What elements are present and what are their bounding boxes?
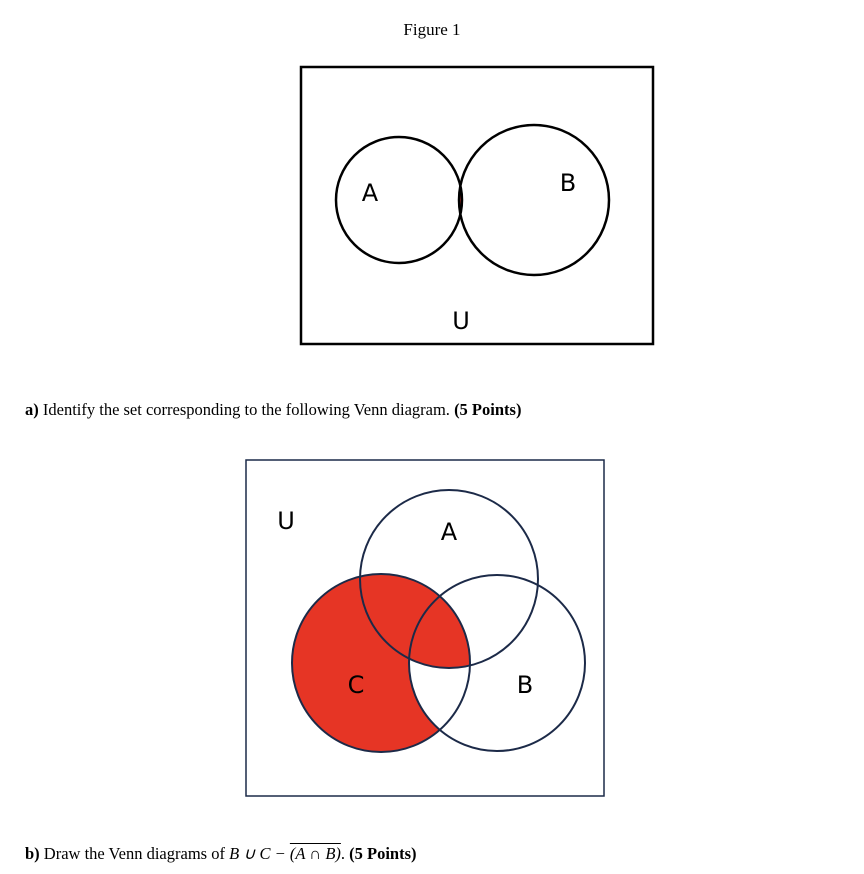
universe-box: [245, 459, 605, 797]
label-u: U: [277, 507, 295, 535]
question-b-expression: B ∪ C −: [229, 844, 286, 863]
label-a: A: [441, 518, 458, 546]
question-b-complement-term: (A ∩ B): [289, 844, 341, 863]
question-b: b) Draw the Venn diagrams of B ∪ C − (A …: [25, 844, 417, 864]
question-b-points: (5 Points): [349, 844, 417, 863]
circle-a: [334, 135, 464, 265]
circle-a: [359, 489, 539, 669]
question-a: a) Identify the set corresponding to the…: [25, 400, 521, 420]
question-a-text: Identify the set corresponding to the fo…: [42, 400, 450, 419]
label-u: U: [452, 307, 470, 335]
circle-b: [408, 574, 586, 752]
question-a-prefix: a): [25, 400, 39, 419]
question-b-prefix: b): [25, 844, 40, 863]
figure-caption: Figure 1: [403, 20, 461, 39]
label-c: C: [348, 671, 365, 699]
circle-b: [457, 123, 611, 277]
question-b-period: .: [340, 844, 346, 863]
label-a: A: [362, 179, 379, 207]
label-b: B: [517, 671, 533, 699]
universe-box: [299, 65, 655, 346]
circle-c: [291, 573, 471, 753]
question-a-points: (5 Points): [454, 400, 522, 419]
question-b-text: Draw the Venn diagrams of: [43, 844, 225, 863]
shaded-region: [292, 574, 470, 752]
label-b: B: [560, 169, 576, 197]
